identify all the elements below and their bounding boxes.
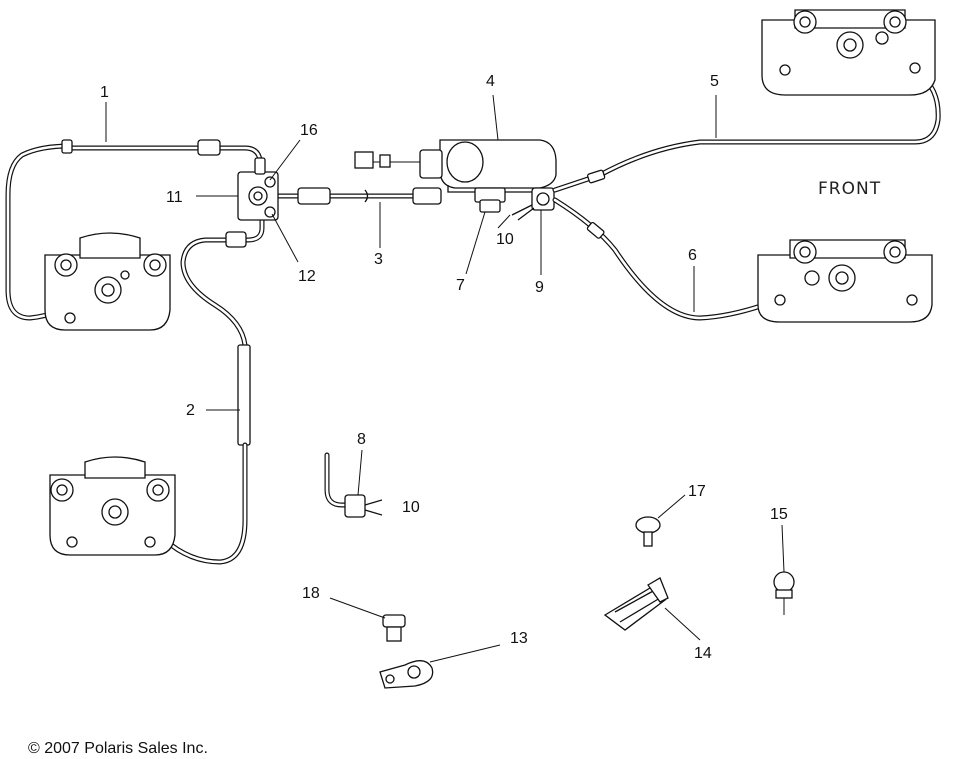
brake-hose-2 — [132, 205, 265, 565]
caliper-front-right-lower — [757, 239, 933, 323]
callout-13: 13 — [510, 630, 528, 647]
callout-14: 14 — [694, 645, 712, 662]
caliper-lower-left — [49, 456, 176, 556]
callout-12: 12 — [298, 268, 316, 285]
callout-17: 17 — [688, 483, 706, 500]
front-label: FRONT — [818, 179, 881, 199]
part-15-clip — [773, 571, 795, 615]
part-14-bracket — [603, 577, 669, 631]
callout-10-lower: 10 — [402, 499, 420, 516]
callout-3: 3 — [374, 251, 383, 268]
copyright-text: © 2007 Polaris Sales Inc. — [28, 740, 208, 757]
callout-11: 11 — [166, 189, 183, 206]
caliper-front-right-upper — [761, 9, 936, 96]
brake-hose-3 — [275, 187, 442, 205]
callout-4: 4 — [486, 73, 495, 90]
callout-1: 1 — [100, 84, 109, 101]
callout-5: 5 — [710, 73, 719, 90]
part-18-bolt — [382, 614, 406, 642]
part-8-fitting — [324, 452, 383, 518]
brake-hose-6 — [552, 197, 793, 321]
callout-16: 16 — [300, 122, 318, 139]
callout-8: 8 — [357, 431, 366, 448]
callout-7: 7 — [456, 277, 465, 294]
master-cylinder — [354, 139, 557, 213]
brake-fitting — [511, 187, 555, 221]
callout-15: 15 — [770, 506, 788, 523]
callout-6: 6 — [688, 247, 697, 264]
part-13-clamp — [379, 660, 434, 689]
callout-2: 2 — [186, 402, 195, 419]
part-17-bolt — [635, 516, 661, 547]
leader-lines — [105, 94, 785, 663]
callout-10-upper: 10 — [496, 231, 514, 248]
callout-9: 9 — [535, 279, 544, 296]
caliper-rear-left — [44, 232, 171, 331]
junction-block — [237, 157, 279, 221]
brake-hose-5 — [552, 72, 941, 193]
callout-18: 18 — [302, 585, 320, 602]
